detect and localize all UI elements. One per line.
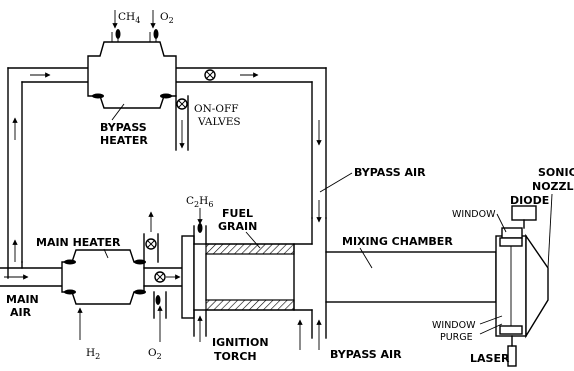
- window-purge-label-2: PURGE: [440, 332, 473, 343]
- bypass-heater-label-1: BYPASS: [100, 121, 147, 134]
- on-off-label-1: ON-OFF: [194, 103, 239, 115]
- ignition-label-1: IGNITION: [212, 336, 269, 349]
- optical-section: DIODE WINDOW SONIC NOZZLE WINDOW PURGE L…: [432, 166, 574, 367]
- laser-label: LASER: [470, 352, 510, 365]
- main-air-pipe: [0, 267, 63, 287]
- fuel-grain-combustor: FUEL GRAIN: [181, 207, 295, 342]
- mixing-chamber: MIXING CHAMBER: [325, 235, 497, 303]
- bypass-air-injection: [293, 200, 327, 350]
- main-heater-label: MAIN HEATER: [36, 236, 121, 249]
- sonic-label-1: SONIC: [538, 166, 574, 179]
- sonic-label-2: NOZZLE: [532, 180, 574, 193]
- o2-top-label: O2: [160, 11, 174, 25]
- on-off-label-2: VALVES: [197, 116, 241, 128]
- mixing-chamber-label: MIXING CHAMBER: [342, 235, 453, 248]
- c2h6-label: C2H6: [186, 195, 213, 209]
- o2-bottom-label: O2: [148, 347, 162, 361]
- bypass-heater-label-2: HEATER: [100, 134, 148, 147]
- window-label: WINDOW: [452, 209, 496, 220]
- on-off-valves-top: ON-OFF VALVES: [175, 69, 241, 151]
- bypass-air-top-label: BYPASS AIR: [354, 166, 426, 179]
- main-air-label-2: AIR: [10, 306, 32, 319]
- fuel-label-1: FUEL: [222, 207, 253, 220]
- bypass-air-bottom-label: BYPASS AIR: [330, 348, 402, 361]
- main-heater: MAIN HEATER: [12, 236, 183, 340]
- diode-label: DIODE: [510, 194, 549, 207]
- window-purge-label-1: WINDOW: [432, 320, 476, 331]
- ignition-label-2: TORCH: [214, 350, 257, 363]
- h2-label: H2: [86, 347, 100, 361]
- bypass-loop-pipe: [7, 67, 327, 279]
- bypass-heater: BYPASS HEATER: [87, 10, 177, 147]
- main-valves: [143, 211, 181, 342]
- fuel-label-2: GRAIN: [218, 220, 257, 233]
- main-air-label-1: MAIN: [6, 293, 39, 306]
- ch4-label: CH4: [118, 11, 140, 25]
